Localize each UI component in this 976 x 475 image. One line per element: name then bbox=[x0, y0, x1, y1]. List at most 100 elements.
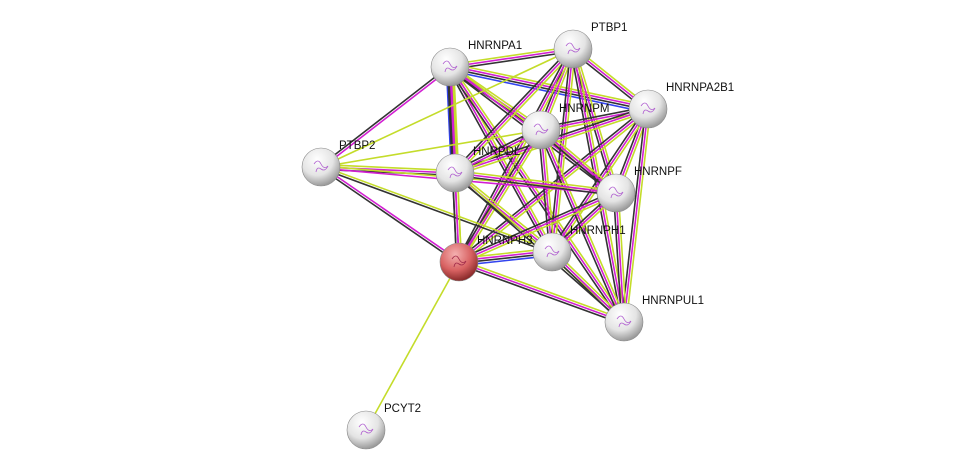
evidence-line-y bbox=[450, 62, 649, 107]
structure-icon bbox=[447, 166, 463, 179]
evidence-line-m bbox=[623, 108, 649, 323]
evidence-line-k bbox=[549, 107, 647, 252]
structure-icon bbox=[640, 102, 656, 115]
edge-ptbp2-hnrnph3[interactable] bbox=[319, 165, 461, 264]
evidence-line-m bbox=[540, 129, 625, 323]
edge-hnrnpm-ptbp2[interactable] bbox=[320, 129, 542, 168]
structure-icon bbox=[358, 423, 374, 436]
node-label: HNRNPH1 bbox=[570, 225, 626, 237]
evidence-line-m bbox=[458, 261, 625, 323]
protein-bubble[interactable] bbox=[596, 173, 636, 213]
evidence-line-k bbox=[450, 50, 574, 71]
protein-bubble[interactable] bbox=[553, 29, 593, 69]
node-hnrpdl[interactable]: HNRPDL bbox=[435, 146, 521, 193]
edge-hnrnpm-hnrnph3[interactable] bbox=[456, 128, 544, 264]
evidence-line-y bbox=[617, 192, 628, 322]
evidence-line-k bbox=[457, 190, 616, 261]
edge-hnrnpm-hnrnph1[interactable] bbox=[537, 129, 556, 253]
node-label: HNRNPUL1 bbox=[642, 295, 704, 307]
edge-hnrnpa2b1-hnrnpul1[interactable] bbox=[620, 108, 652, 323]
evidence-line-m bbox=[454, 48, 574, 174]
node-pcyt2[interactable]: PCYT2 bbox=[346, 403, 421, 450]
structure-icon bbox=[533, 123, 549, 136]
evidence-line-k bbox=[457, 263, 624, 326]
node-ptbp1[interactable]: PTBP1 bbox=[553, 22, 627, 69]
evidence-line-k bbox=[456, 128, 540, 262]
protein-bubble[interactable] bbox=[346, 410, 386, 450]
evidence-line-m bbox=[615, 192, 625, 323]
evidence-line-k bbox=[319, 65, 450, 167]
evidence-line-k bbox=[452, 46, 572, 172]
node-label: HNRPDL bbox=[473, 146, 521, 158]
edge-hnrnph3-hnrnpul1[interactable] bbox=[457, 258, 626, 326]
edge-hnrpdl-hnrnpf[interactable] bbox=[454, 169, 617, 197]
evidence-line-y bbox=[459, 194, 618, 265]
node-label: HNRNPF bbox=[634, 166, 682, 178]
edge-hnrnpa1-ptbp1[interactable] bbox=[449, 45, 574, 71]
node-label: HNRNPA2B1 bbox=[666, 82, 734, 94]
evidence-line-k bbox=[537, 130, 551, 253]
evidence-line-m bbox=[454, 172, 617, 194]
protein-bubble[interactable] bbox=[301, 147, 341, 187]
evidence-line-y bbox=[320, 129, 542, 168]
evidence-line-y bbox=[451, 65, 555, 252]
evidence-line-y bbox=[321, 163, 456, 172]
node-label: PCYT2 bbox=[384, 403, 421, 415]
evidence-line-k bbox=[620, 108, 647, 322]
evidence-line-y bbox=[456, 50, 576, 176]
node-label: HNRNPH3 bbox=[477, 235, 533, 247]
evidence-line-m bbox=[449, 48, 574, 68]
edge-hnrnpf-hnrnph3[interactable] bbox=[457, 190, 618, 265]
evidence-line-y bbox=[365, 261, 460, 431]
evidence-line-k bbox=[454, 174, 616, 197]
evidence-line-k bbox=[447, 67, 623, 324]
edge-ptbp1-hnrpdl[interactable] bbox=[452, 46, 576, 176]
node-hnrnph3[interactable]: HNRNPH3 bbox=[439, 235, 533, 282]
node-hnrnpf[interactable]: HNRNPF bbox=[596, 166, 682, 213]
structure-icon bbox=[442, 60, 458, 73]
node-hnrnpm[interactable]: HNRNPM bbox=[521, 103, 609, 150]
structure-icon bbox=[608, 186, 624, 199]
protein-bubble[interactable] bbox=[604, 302, 644, 342]
structure-icon bbox=[616, 315, 632, 328]
structure-icon bbox=[565, 42, 581, 55]
protein-bubble[interactable] bbox=[430, 47, 470, 87]
node-hnrnpa1[interactable]: HNRNPA1 bbox=[430, 40, 522, 87]
evidence-line-m bbox=[321, 165, 461, 262]
edge-hnrnph3-pcyt2[interactable] bbox=[365, 261, 460, 431]
edge-hnrnpf-hnrnpul1[interactable] bbox=[612, 192, 628, 323]
protein-bubble[interactable] bbox=[435, 153, 475, 193]
evidence-line-m bbox=[540, 129, 553, 253]
node-label: HNRNPM bbox=[559, 103, 609, 115]
edges-layer bbox=[319, 45, 652, 431]
protein-bubble[interactable] bbox=[628, 89, 668, 129]
evidence-line-m bbox=[321, 67, 452, 169]
node-label: HNRNPA1 bbox=[468, 40, 522, 52]
evidence-line-k bbox=[456, 106, 647, 261]
evidence-line-k bbox=[319, 167, 459, 264]
protein-bubble[interactable] bbox=[532, 232, 572, 272]
structure-icon bbox=[451, 255, 467, 268]
node-hnrnpa2b1[interactable]: HNRNPA2B1 bbox=[628, 82, 734, 129]
evidence-line-y bbox=[625, 109, 652, 323]
protein-bubble[interactable] bbox=[521, 110, 561, 150]
evidence-line-k bbox=[612, 193, 623, 323]
edge-hnrnpa1-ptbp2[interactable] bbox=[319, 65, 452, 169]
evidence-line-y bbox=[321, 165, 553, 252]
evidence-line-m bbox=[458, 192, 617, 263]
node-hnrnph1[interactable]: HNRNPH1 bbox=[532, 225, 626, 272]
evidence-line-y bbox=[320, 48, 574, 168]
evidence-line-y bbox=[449, 45, 573, 66]
node-label: PTBP2 bbox=[339, 140, 375, 152]
evidence-line-y bbox=[455, 169, 617, 192]
node-ptbp2[interactable]: PTBP2 bbox=[301, 140, 375, 187]
edge-ptbp1-ptbp2[interactable] bbox=[320, 48, 574, 168]
protein-bubble[interactable] bbox=[439, 242, 479, 282]
evidence-line-y bbox=[456, 170, 555, 251]
evidence-line-y bbox=[459, 258, 626, 321]
structure-icon bbox=[313, 160, 329, 173]
node-hnrnpul1[interactable]: HNRNPUL1 bbox=[604, 295, 704, 342]
evidence-line-y bbox=[460, 130, 544, 264]
